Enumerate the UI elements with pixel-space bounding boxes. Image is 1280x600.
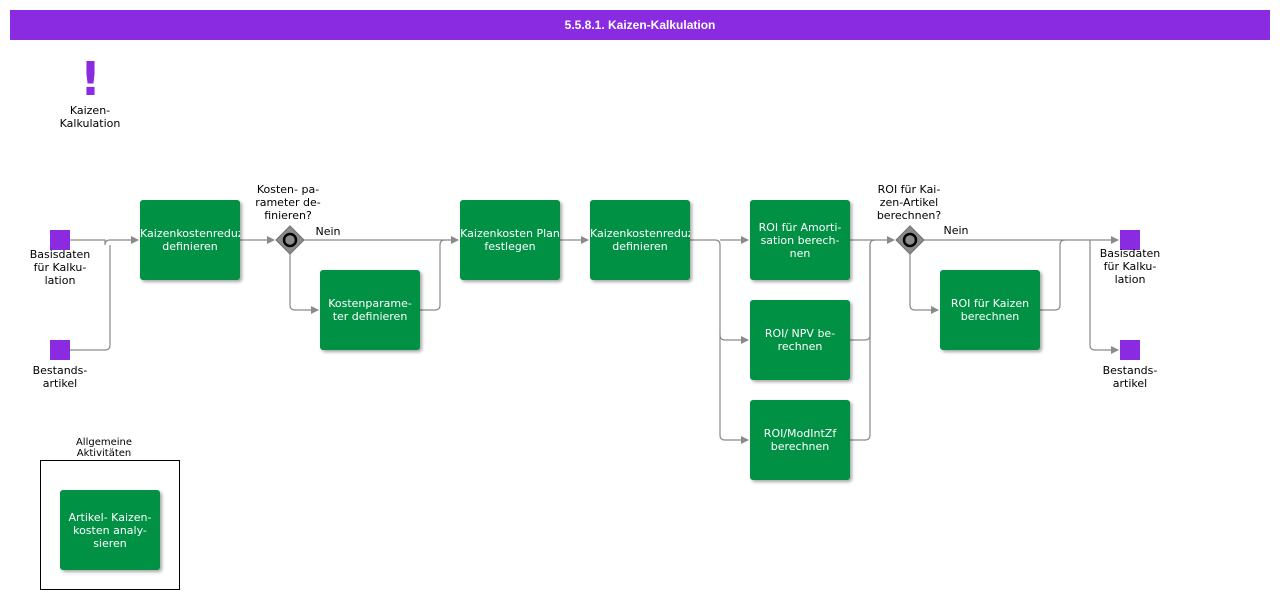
output-bestandsartikel-object (1120, 340, 1140, 360)
output-bestandsartikel-label: Bestands- artikel (1102, 364, 1158, 390)
page-title: 5.5.8.1. Kaizen-Kalkulation (10, 10, 1270, 40)
gateway-kostenparameter-question: Kosten- pa- rameter de- finieren? (255, 183, 321, 222)
group-label: Allgemeine Aktivitäten (75, 437, 133, 459)
task-artikel-kaizenkosten[interactable]: Artikel- Kaizen- kosten analy- sieren (60, 490, 160, 570)
input-basisdaten-label: Basisdaten für Kalku- lation (29, 248, 91, 287)
input-bestandsartikel-label: Bestands- artikel (32, 364, 88, 390)
gateway-roi-nein: Nein (943, 224, 969, 237)
task-roi-modintzf[interactable]: ROI/ModIntZf berechnen (750, 400, 850, 480)
task-label: Kostenparame- ter definieren (328, 297, 412, 323)
task-roi-kaizen[interactable]: ROI für Kaizen berechnen (940, 270, 1040, 350)
task-roi-amortisation[interactable]: ROI für Amorti- sation berech- nen (750, 200, 850, 280)
task-label: ROI/ModIntZf berechnen (763, 427, 837, 453)
task-label: Kaizenkostenreduzierung definieren (590, 227, 690, 253)
task-roi-npv[interactable]: ROI/ NPV be- rechnen (750, 300, 850, 380)
gateway-roi[interactable] (895, 225, 925, 255)
task-label: Kaizenkostenreduzierung definieren (140, 227, 240, 253)
input-basisdaten-object (50, 230, 70, 250)
task-label: ROI/ NPV be- rechnen (764, 327, 836, 353)
output-basisdaten-label: Basisdaten für Kalku- lation (1099, 247, 1161, 286)
task-label: ROI für Amorti- sation berech- nen (758, 220, 842, 260)
task-kaizenkosten-plan[interactable]: Kaizenkosten Plan festlegen (460, 200, 560, 280)
event-label: Kaizen- Kalkulation (59, 104, 121, 130)
task-kaizenkostenreduzierung-1[interactable]: Kaizenkostenreduzierung definieren (140, 200, 240, 280)
gateway-kostenparameter-nein: Nein (315, 225, 341, 238)
gateway-kostenparameter[interactable] (275, 225, 305, 255)
task-kostenparameter[interactable]: Kostenparame- ter definieren (320, 270, 420, 350)
task-label: ROI für Kaizen berechnen (950, 297, 1030, 323)
group-allgemeine-aktivitaeten (40, 460, 180, 590)
task-label: Kaizenkosten Plan festlegen (460, 227, 560, 253)
exclamation-icon: ! (80, 52, 101, 106)
gateway-roi-question: ROI für Kai- zen-Artikel berechnen? (876, 183, 942, 222)
task-kaizenkostenreduzierung-2[interactable]: Kaizenkostenreduzierung definieren (590, 200, 690, 280)
task-label: Artikel- Kaizen- kosten analy- sieren (68, 510, 152, 550)
output-basisdaten-object (1120, 230, 1140, 250)
input-bestandsartikel-object (50, 340, 70, 360)
